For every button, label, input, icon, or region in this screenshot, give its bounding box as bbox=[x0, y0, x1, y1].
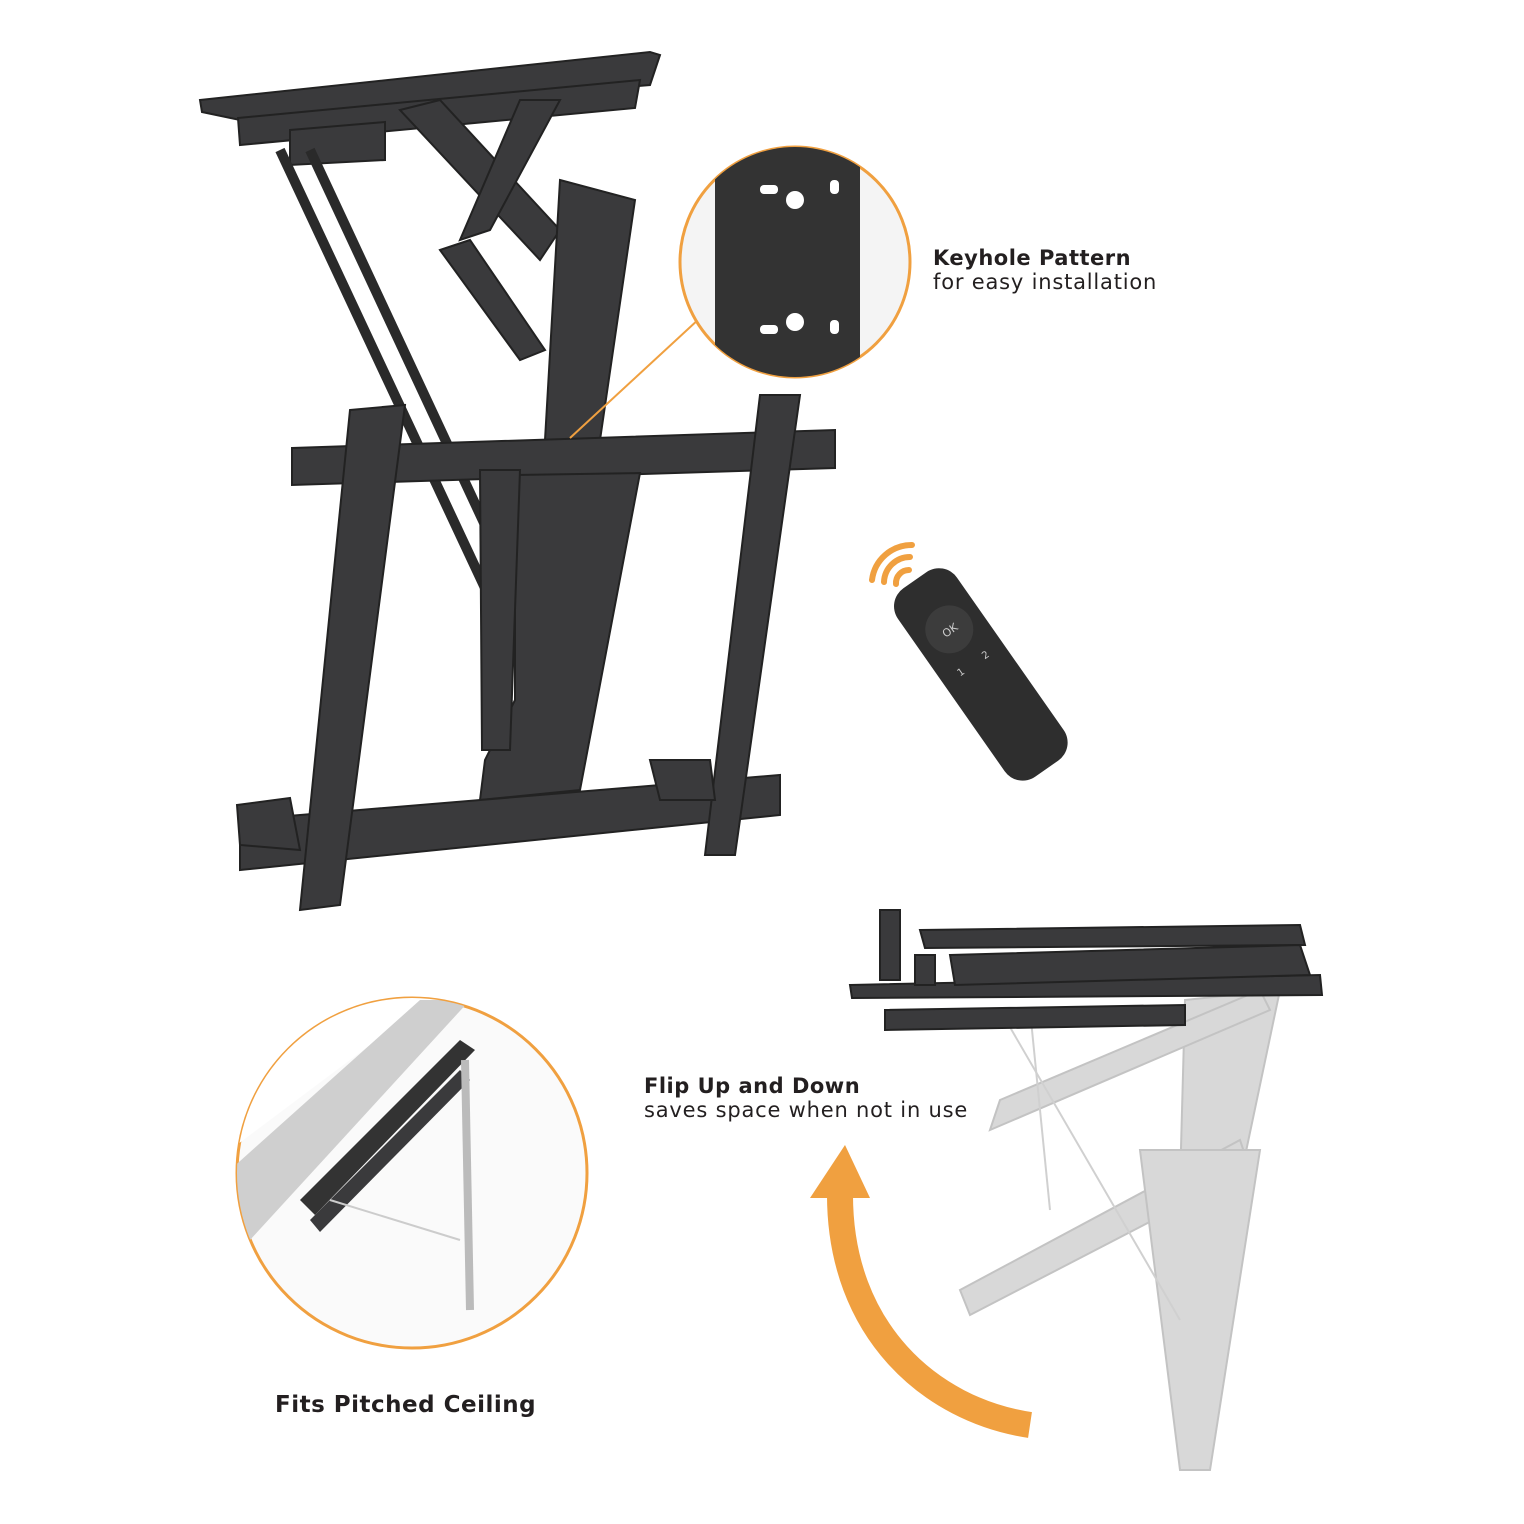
caption-subtitle: for easy installation bbox=[933, 270, 1158, 295]
wireless-signal-icon bbox=[869, 541, 915, 587]
caption-title: Fits Pitched Ceiling bbox=[275, 1392, 537, 1418]
pitched-ceiling-caption: Fits Pitched Ceiling bbox=[275, 1392, 536, 1418]
flip-mount-illustration bbox=[848, 909, 1324, 1471]
ceiling-tv-mount bbox=[198, 50, 836, 912]
caption-title: Keyhole Pattern bbox=[933, 246, 1132, 270]
remote-control: OK 1 2 bbox=[869, 541, 1068, 781]
remote-button-1: 1 bbox=[956, 666, 968, 679]
caption-subtitle: saves space when not in use bbox=[644, 1098, 969, 1123]
pitched-ceiling-callout bbox=[235, 996, 589, 1350]
keyhole-pattern-caption: Keyhole Pattern for easy installation bbox=[933, 246, 1157, 294]
keyhole-callout bbox=[569, 145, 912, 439]
caption-title: Flip Up and Down bbox=[644, 1074, 861, 1098]
flip-caption: Flip Up and Down saves space when not in… bbox=[644, 1074, 968, 1122]
flip-arrow-icon bbox=[810, 1145, 1033, 1438]
remote-button-2: 2 bbox=[980, 649, 992, 662]
